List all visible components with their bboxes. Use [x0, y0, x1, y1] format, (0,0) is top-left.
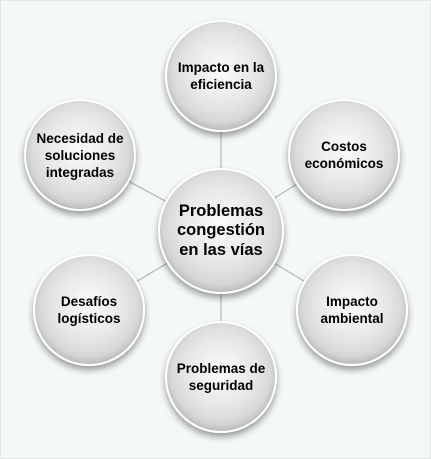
node-label: Necesidad de soluciones integradas	[36, 130, 124, 180]
central-node: Problemas congestión en las vías	[158, 168, 284, 294]
node-label: Impacto en la eficiencia	[177, 60, 265, 92]
central-node-label: Problemas congestión en las vías	[176, 201, 265, 259]
node-label: Impacto ambiental	[320, 294, 384, 326]
node-impacto-ambiental: Impacto ambiental	[296, 254, 408, 366]
node-costos-economicos: Costos económicos	[288, 99, 400, 211]
node-necesidad-soluciones: Necesidad de soluciones integradas	[24, 99, 136, 211]
node-desafios-logisticos: Desafíos logísticos	[33, 254, 145, 366]
node-impacto-eficiencia: Impacto en la eficiencia	[165, 20, 277, 132]
node-label: Costos económicos	[304, 139, 384, 171]
node-label: Problemas de seguridad	[176, 361, 266, 393]
node-label: Desafíos logísticos	[57, 294, 121, 326]
node-problemas-seguridad: Problemas de seguridad	[165, 321, 277, 433]
